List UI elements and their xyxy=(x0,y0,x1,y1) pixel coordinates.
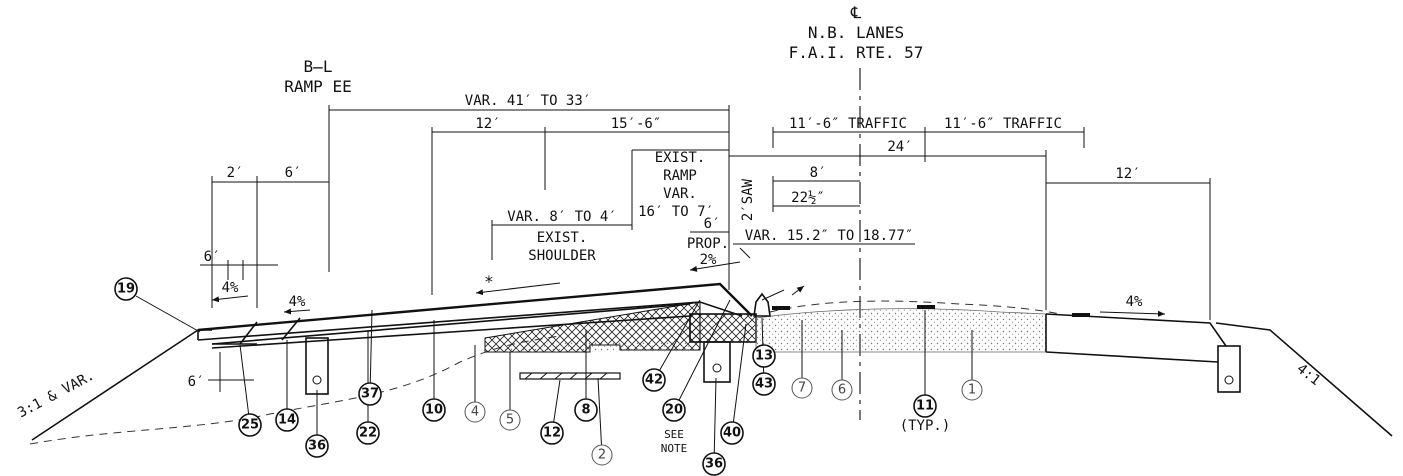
svg-text:8′: 8′ xyxy=(810,165,827,181)
svg-text:RAMP: RAMP xyxy=(663,168,697,184)
svg-text:VAR. 41′ TO 33′: VAR. 41′ TO 33′ xyxy=(465,93,591,109)
proposed-block-hatch xyxy=(689,313,757,343)
svg-text:6′: 6′ xyxy=(704,216,721,232)
svg-text:16′ TO 7′: 16′ TO 7′ xyxy=(638,204,714,220)
svg-text:25: 25 xyxy=(241,418,259,433)
see-note-1: SEE xyxy=(664,428,684,441)
svg-text:1: 1 xyxy=(968,383,976,398)
callout-42: 42 xyxy=(642,368,666,392)
svg-text:6: 6 xyxy=(838,383,846,398)
callout-36-left: 36 xyxy=(305,434,329,458)
svg-text:2′SAW: 2′SAW xyxy=(740,178,756,221)
callout-37: 37 xyxy=(358,382,382,406)
svg-text:SHOULDER: SHOULDER xyxy=(528,248,596,264)
svg-text:36: 36 xyxy=(705,457,723,472)
callout-4: 4 xyxy=(464,401,486,423)
callout-13-main: 13 xyxy=(752,344,776,368)
svg-text:20: 20 xyxy=(665,403,683,418)
svg-text:12: 12 xyxy=(543,426,561,441)
dimension-lines xyxy=(200,105,1211,392)
svg-text:*: * xyxy=(484,272,494,291)
slope-arrows xyxy=(211,247,1166,317)
svg-text:24′: 24′ xyxy=(887,139,912,155)
callout-43: 43 xyxy=(752,372,776,396)
svg-text:VAR.: VAR. xyxy=(663,186,697,202)
svg-text:F.A.I. RTE. 57: F.A.I. RTE. 57 xyxy=(789,43,924,62)
svg-text:4:1: 4:1 xyxy=(1294,361,1324,389)
baseline-label: B̶L RAMP EE xyxy=(284,57,351,96)
svg-text:B̶L: B̶L xyxy=(304,57,333,76)
svg-text:15′-6″: 15′-6″ xyxy=(611,116,662,132)
svg-text:6′: 6′ xyxy=(285,165,302,181)
svg-text:19: 19 xyxy=(117,282,135,297)
svg-text:6′: 6′ xyxy=(204,249,221,265)
svg-text:4%: 4% xyxy=(1126,294,1143,310)
svg-text:36: 36 xyxy=(308,439,326,454)
svg-text:2′: 2′ xyxy=(227,165,244,181)
svg-text:14: 14 xyxy=(278,413,296,428)
callout-6: 6 xyxy=(831,379,853,401)
svg-text:37: 37 xyxy=(361,387,379,402)
mainline-stipple xyxy=(755,308,1047,353)
svg-text:11′-6″ TRAFFIC: 11′-6″ TRAFFIC xyxy=(944,116,1062,132)
callout-20: 20 xyxy=(662,398,686,422)
svg-text:43: 43 xyxy=(755,377,773,392)
svg-text:12′: 12′ xyxy=(475,116,500,132)
svg-text:10: 10 xyxy=(425,403,443,418)
svg-text:2%: 2% xyxy=(700,252,717,268)
roadway-section xyxy=(29,282,1393,445)
centerline-label: ℄ N.B. LANES F.A.I. RTE. 57 xyxy=(789,3,924,62)
callout-1: 1 xyxy=(961,379,983,401)
svg-text:4: 4 xyxy=(471,405,479,420)
svg-text:VAR. 8′ TO 4′: VAR. 8′ TO 4′ xyxy=(507,209,617,225)
svg-text:22½″: 22½″ xyxy=(791,190,825,206)
svg-text:11: 11 xyxy=(916,399,934,414)
svg-text:4%: 4% xyxy=(289,294,306,310)
dimension-text: VAR. 41′ TO 33′ 12′ 15′-6″ 11′-6″ TRAFFI… xyxy=(15,93,1323,421)
svg-text:EXIST.: EXIST. xyxy=(655,150,706,166)
callout-22: 22 xyxy=(356,421,380,445)
callout-10: 10 xyxy=(422,398,446,422)
callout-14: 14 xyxy=(275,408,299,432)
callout-25: 25 xyxy=(238,413,262,437)
callout-2: 2 xyxy=(591,444,613,466)
svg-text:22: 22 xyxy=(359,426,377,441)
svg-text:40: 40 xyxy=(723,426,741,441)
svg-text:4%: 4% xyxy=(222,280,239,296)
svg-text:3:1 & VAR.: 3:1 & VAR. xyxy=(15,368,97,422)
svg-text:42: 42 xyxy=(645,373,663,388)
svg-text:8: 8 xyxy=(581,403,590,418)
svg-text:7: 7 xyxy=(798,381,806,396)
svg-text:VAR. 15.2″ TO 18.77″: VAR. 15.2″ TO 18.77″ xyxy=(745,228,914,244)
svg-text:2: 2 xyxy=(598,448,606,463)
callout-19: 19 xyxy=(114,277,138,301)
callout-12: 12 xyxy=(540,421,564,445)
svg-text:5: 5 xyxy=(506,413,514,428)
svg-text:EXIST.: EXIST. xyxy=(537,230,588,246)
callout-36-center: 36 xyxy=(702,452,726,476)
callouts: 19 25 14 36 22 37 10 4 5 12 8 2 42 20 36… xyxy=(114,277,983,476)
callout-8: 8 xyxy=(574,398,598,422)
callout-7: 7 xyxy=(791,377,813,399)
svg-text:N.B. LANES: N.B. LANES xyxy=(808,23,904,42)
svg-text:12′: 12′ xyxy=(1115,166,1140,182)
svg-text:6′: 6′ xyxy=(188,374,205,390)
callout-40: 40 xyxy=(720,421,744,445)
svg-text:℄: ℄ xyxy=(850,3,862,22)
typ-note: (TYP.) xyxy=(900,418,951,434)
svg-text:PROP.: PROP. xyxy=(687,236,729,252)
svg-text:RAMP EE: RAMP EE xyxy=(284,77,351,96)
see-note-2: NOTE xyxy=(661,442,688,455)
callout-11: 11 xyxy=(913,394,937,418)
svg-text:13: 13 xyxy=(755,349,773,364)
svg-text:11′-6″ TRAFFIC: 11′-6″ TRAFFIC xyxy=(789,116,907,132)
callout-5: 5 xyxy=(499,409,521,431)
